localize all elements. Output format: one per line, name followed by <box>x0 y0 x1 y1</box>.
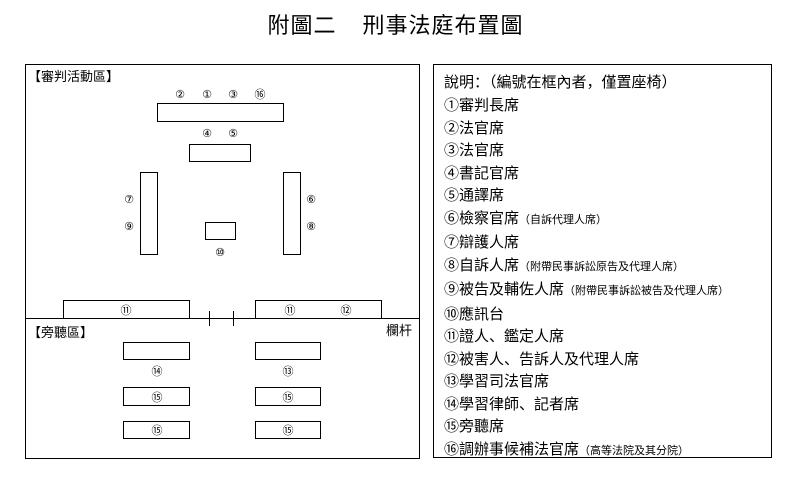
marker-15: ⑮ <box>283 424 294 437</box>
marker-11: ⑪ <box>121 304 132 317</box>
page-title: 附圖二刑事法庭布置圖 <box>0 8 791 40</box>
diagram-name: 刑事法庭布置圖 <box>362 14 524 39</box>
legend-item-text: 證人、鑑定人席 <box>459 327 565 345</box>
witness-stand <box>205 222 236 240</box>
legend-item: ⑬學習司法官席 <box>444 370 771 393</box>
marker-11: ⑪ <box>285 304 296 317</box>
prosecution-table <box>283 172 301 255</box>
gallery-seat <box>255 387 321 406</box>
gallery-seat <box>123 421 190 439</box>
legend-item-text: 辯護人席 <box>459 233 520 251</box>
marker-15: ⑮ <box>283 391 294 404</box>
legend-item: ④書記官席 <box>444 162 771 185</box>
legend-item: ⑮旁聽席 <box>444 415 771 438</box>
legend-item: ⑩應訊台 <box>444 303 771 326</box>
legend-item-number: ③ <box>444 141 460 159</box>
clerk-interpreter-desk <box>189 144 251 162</box>
trainee-judge-seat <box>255 342 321 360</box>
legend-item-text: 審判長席 <box>459 96 520 114</box>
marker-7: ⑦ <box>124 193 134 206</box>
legend-item-number: ⑩ <box>444 304 460 323</box>
trial-area-label: 【審判活動區】 <box>28 70 119 85</box>
legend-item-text: 被告及輔佐人席 <box>459 280 565 298</box>
legend-item: ①審判長席 <box>444 94 771 117</box>
legend-item: ⑦辯護人席 <box>444 231 771 254</box>
legend-item-text: 檢察官席 <box>459 208 520 227</box>
marker-9: ⑨ <box>124 220 134 233</box>
legend-item-text: 自訴人席 <box>459 255 520 274</box>
legend-item-text: 應訊台 <box>459 304 505 323</box>
legend-item: ⑪證人、鑑定人席 <box>444 325 771 348</box>
trainee-lawyer-press-seat <box>123 342 190 360</box>
legend-item-number: ⑯ <box>444 439 460 458</box>
appendix-label: 附圖二 <box>267 14 337 39</box>
judges-bench <box>157 103 284 122</box>
legend-item-number: ⑭ <box>444 394 460 413</box>
legend-item: ⑤通譯席 <box>444 184 771 207</box>
legend-item-number: ⑧ <box>444 255 460 274</box>
legend-item: ⑧自訴人席（附帶民事訴訟原告及代理人席） <box>444 254 771 279</box>
legend-item-number: ⑨ <box>444 280 460 298</box>
marker-8: ⑧ <box>306 220 316 233</box>
legend-item-text: 學習律師、記者席 <box>459 394 580 413</box>
legend-item-text: 通譯席 <box>459 186 505 204</box>
gallery-seat <box>255 421 321 439</box>
legend-item-note: （高等法院及其分院） <box>579 443 690 457</box>
courtroom-frame <box>25 64 420 459</box>
marker-13: ⑬ <box>283 365 294 378</box>
legend-item-note: （附帶民事訴訟被告及代理人席） <box>564 284 730 297</box>
legend-item-number: ④ <box>444 163 460 182</box>
legend-item: ⑯調辦事候補法官席（高等法院及其分院） <box>444 438 771 463</box>
legend-item-number: ② <box>444 118 460 137</box>
legend-item: ⑭學習律師、記者席 <box>444 393 771 416</box>
legend-item-number: ⑫ <box>444 349 460 368</box>
legend-item-text: 法官席 <box>459 141 505 159</box>
legend-item-text: 調辦事候補法官席 <box>459 439 580 458</box>
legend-item-number: ⑪ <box>444 327 460 345</box>
marker-1: ① <box>202 88 212 101</box>
marker-16: ⑯ <box>255 88 266 101</box>
legend-item-number: ⑥ <box>444 208 460 227</box>
witness-bench <box>63 300 190 319</box>
gallery-area-label: 【旁聽區】 <box>28 325 93 341</box>
legend-item: ③法官席 <box>444 139 771 162</box>
marker-2: ② <box>175 88 185 101</box>
legend-item: ⑨被告及輔佐人席（附帶民事訴訟被告及代理人席） <box>444 278 771 303</box>
legend-item-number: ⑦ <box>444 233 460 251</box>
legend-item-text: 學習司法官席 <box>459 372 550 390</box>
victim-bench <box>255 300 382 319</box>
legend-item-number: ⑬ <box>444 372 460 390</box>
marker-6: ⑥ <box>306 193 316 206</box>
legend-item-number: ① <box>444 96 460 114</box>
marker-3: ③ <box>228 88 238 101</box>
legend-heading: 說明：（編號在框內者，僅置座椅） <box>444 73 677 91</box>
gallery-seat <box>123 387 190 406</box>
legend-item-text: 法官席 <box>459 118 505 137</box>
marker-15: ⑮ <box>152 424 163 437</box>
legend-item-note: （附帶民事訴訟原告及代理人席） <box>519 259 685 273</box>
marker-10: ⑩ <box>215 246 225 259</box>
marker-14: ⑭ <box>152 365 163 378</box>
legend-item-text: 旁聽席 <box>459 417 505 435</box>
railing-label: 欄杆 <box>386 323 412 339</box>
marker-4: ④ <box>202 127 212 140</box>
legend-item-number: ⑮ <box>444 417 460 435</box>
legend-item-number: ⑤ <box>444 186 460 204</box>
marker-12: ⑫ <box>341 304 352 317</box>
legend-item-text: 被害人、告訴人及代理人席 <box>459 349 640 368</box>
marker-15: ⑮ <box>152 391 163 404</box>
legend-item: ⑥檢察官席（自訴代理人席） <box>444 207 771 232</box>
marker-5: ⑤ <box>228 127 238 140</box>
defense-table <box>140 172 158 255</box>
legend-item-note: （自訴代理人席） <box>519 212 608 226</box>
legend-item-text: 書記官席 <box>459 163 520 182</box>
legend-item: ②法官席 <box>444 117 771 140</box>
legend-item: ⑫被害人、告訴人及代理人席 <box>444 348 771 371</box>
